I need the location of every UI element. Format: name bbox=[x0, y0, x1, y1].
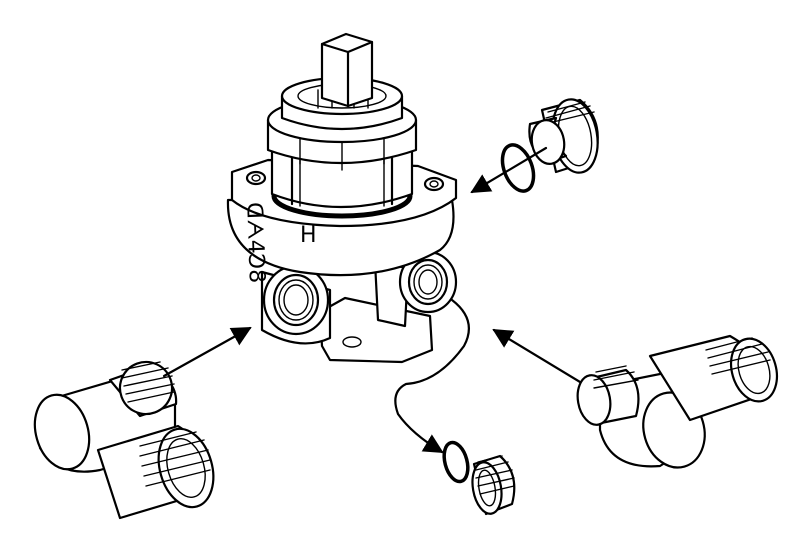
assembly-arrows bbox=[162, 146, 582, 454]
plug-bottom-icon bbox=[471, 454, 516, 516]
arrow-bottom-plug bbox=[394, 298, 470, 454]
cartridge-icon bbox=[266, 32, 418, 219]
arrow-top-plug bbox=[470, 146, 548, 194]
o-ring-bottom-icon bbox=[442, 440, 470, 484]
casting-mark-right: H bbox=[300, 223, 317, 248]
left-port-icon bbox=[262, 264, 330, 336]
casting-mark-left: ᗡᗅ4Ɔ8 bbox=[241, 202, 269, 284]
elbow-fitting-right-icon bbox=[576, 334, 779, 469]
arrow-left-fitting bbox=[162, 326, 252, 378]
right-port-icon bbox=[398, 250, 458, 314]
arrow-right-fitting bbox=[492, 328, 582, 384]
plug-top-right-icon bbox=[528, 98, 599, 174]
elbow-fitting-left-icon bbox=[33, 360, 215, 520]
